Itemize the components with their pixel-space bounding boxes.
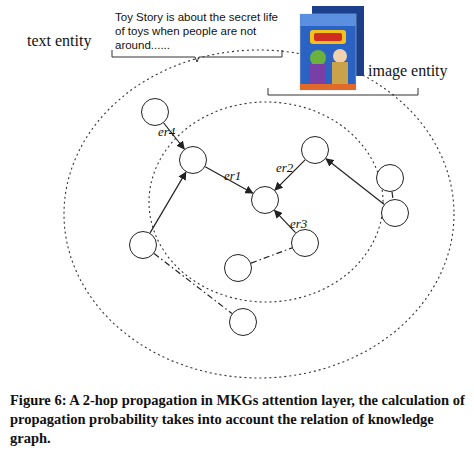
graph-node (376, 164, 404, 192)
text-bracket (112, 50, 282, 62)
entity-label: text entity (27, 32, 127, 50)
graph-node (251, 186, 279, 214)
graph-node (129, 231, 157, 259)
graph-node (229, 308, 257, 336)
graph-node (141, 98, 169, 126)
text-entity-content: Toy Story is about the secret life of to… (115, 10, 285, 52)
inner-hop-circle (149, 102, 383, 302)
relation-arrow (326, 159, 384, 205)
relation-arrow (275, 160, 305, 190)
graph-node (179, 146, 207, 174)
relation-line (392, 192, 393, 199)
relation-line (251, 248, 292, 263)
relation-arrow (150, 172, 186, 233)
outer-hop-circle (64, 50, 454, 378)
relation-line (275, 160, 305, 190)
graph-node (291, 229, 319, 257)
graph-node (381, 199, 409, 227)
relation-label: er2 (276, 160, 293, 176)
poster-image (300, 6, 364, 90)
relation-label: er1 (224, 168, 241, 184)
graph-node (224, 254, 252, 282)
figure-caption: Figure 6: A 2-hop propagation in MKGs at… (10, 391, 468, 448)
relation-label: er4 (158, 124, 175, 140)
graph-node (301, 136, 329, 164)
entity-label: image entity (368, 62, 468, 80)
relation-label: er3 (290, 216, 307, 232)
relation-line (154, 254, 232, 314)
relation-arrow (205, 167, 253, 193)
